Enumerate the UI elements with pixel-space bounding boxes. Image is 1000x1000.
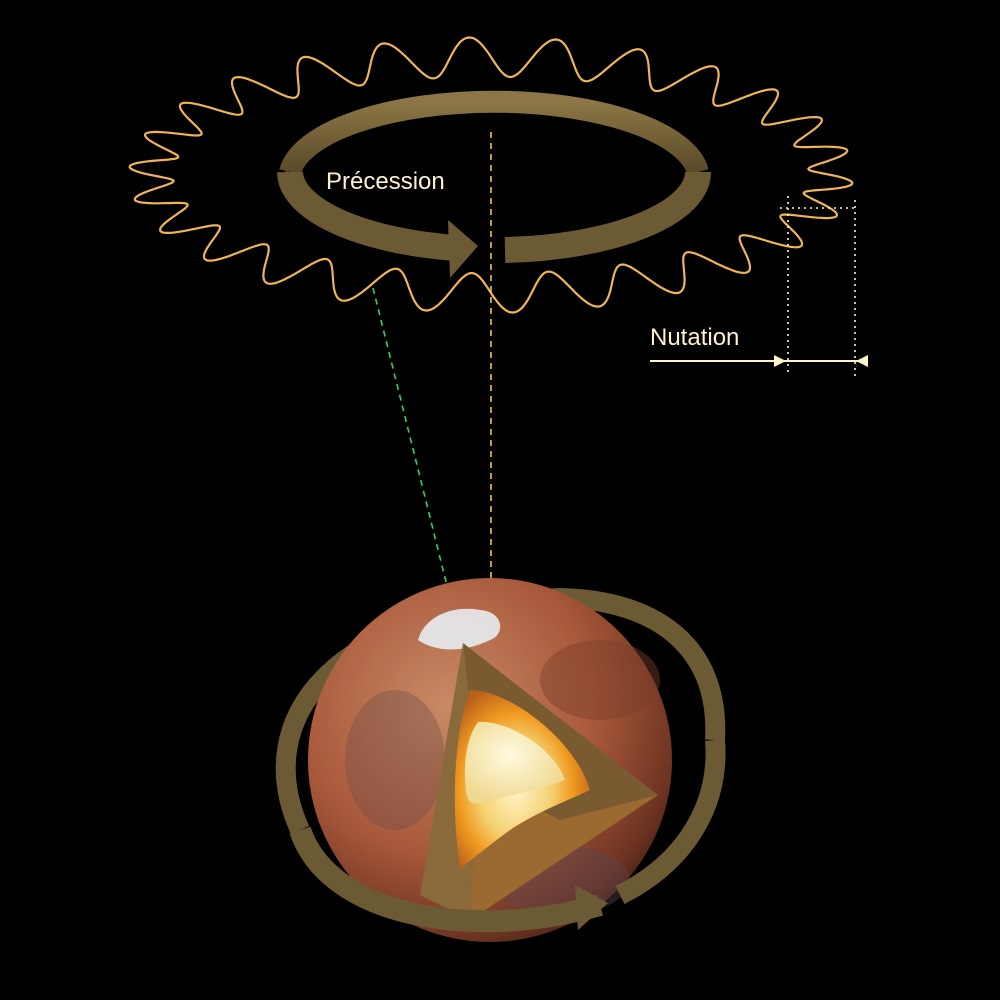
- nutation-arrowhead-icon: [856, 355, 868, 367]
- precession-band-front-left: [277, 170, 456, 261]
- surface-dark-region: [345, 690, 445, 830]
- precession-band-front-right: [504, 171, 712, 263]
- rotation-band-front: [289, 826, 604, 933]
- nutation-label: Nutation: [650, 324, 740, 351]
- inner-core: [464, 721, 565, 804]
- precession-band-top: [279, 90, 709, 176]
- precession-arrow-icon: [448, 220, 478, 278]
- surface-dark-region: [540, 640, 660, 720]
- precession-label: Précession: [326, 168, 445, 195]
- nutation-arrowhead-icon: [774, 355, 786, 367]
- rotation-band-front-right: [615, 739, 726, 904]
- nutation-wave: [128, 36, 854, 314]
- spin-axis-line: [372, 287, 459, 631]
- polar-cap: [418, 608, 501, 650]
- rotation-arrow-icon: [575, 885, 608, 930]
